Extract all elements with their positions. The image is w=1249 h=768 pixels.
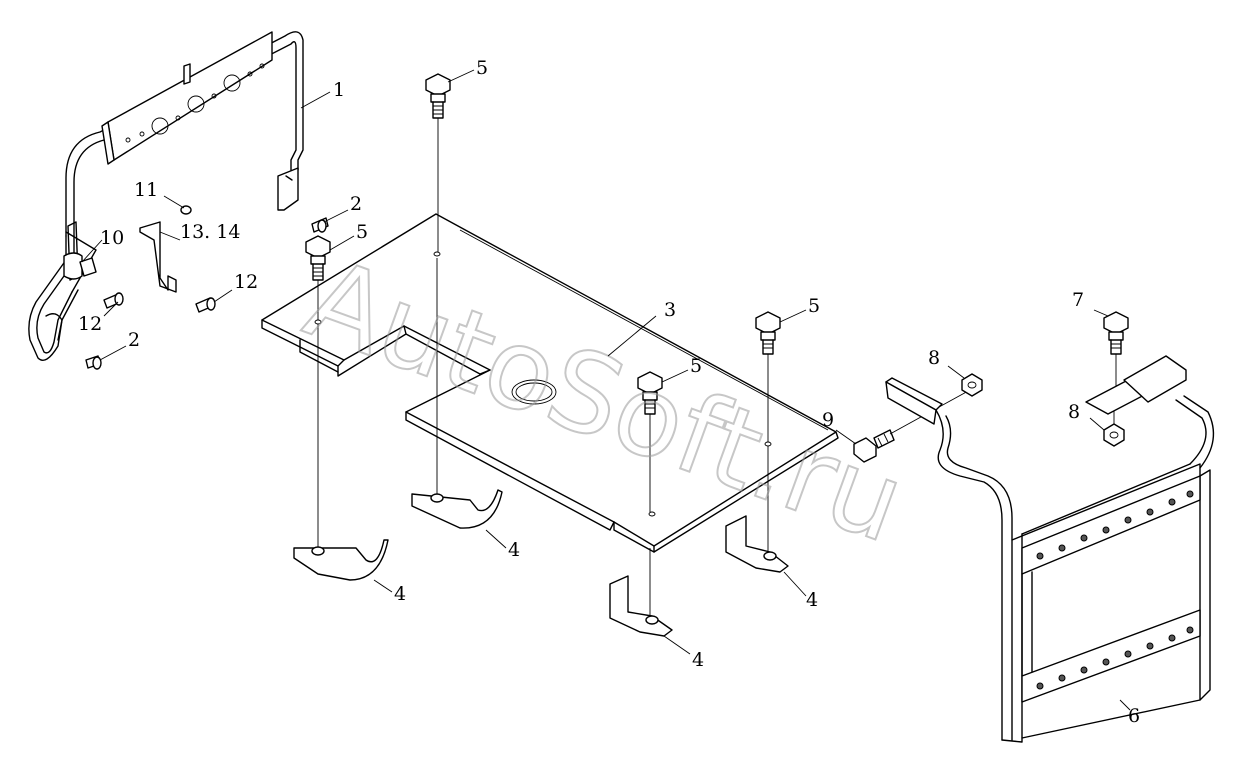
nut-8-upper <box>961 373 983 397</box>
bracket-4-a <box>293 324 389 581</box>
bolt-5-top <box>425 73 451 252</box>
bolt-2-upper <box>311 217 329 233</box>
bolt-5-right <box>755 311 781 442</box>
bolt-12-left <box>103 292 124 309</box>
callout-12-left: 12 <box>78 313 102 335</box>
callout-5-left: 5 <box>356 221 368 243</box>
bracket-4-d <box>725 446 789 573</box>
callout-7: 7 <box>1072 289 1084 311</box>
callout-11: 11 <box>134 179 158 201</box>
bolt-2-lower <box>85 355 102 370</box>
floor-plate-3 <box>261 213 839 553</box>
clamp-10 <box>79 257 97 277</box>
callout-12-right: 12 <box>234 271 258 293</box>
callout-3: 3 <box>664 299 676 321</box>
callout-4-a: 4 <box>394 583 406 605</box>
callout-13-14: 13. 14 <box>180 221 240 243</box>
bolt-7 <box>1103 311 1129 398</box>
bracket-4-c <box>609 548 673 637</box>
callout-6: 6 <box>1128 705 1140 727</box>
callout-1: 1 <box>333 79 345 101</box>
bracket-13-14 <box>139 221 177 293</box>
rail-1 <box>28 31 304 361</box>
nut-8-lower <box>1103 404 1125 447</box>
callout-8-lower: 8 <box>1068 401 1080 423</box>
callout-2-upper: 2 <box>350 193 362 215</box>
callouts: 1 2 2 3 4 4 4 4 5 5 5 5 6 7 8 8 9 10 11 … <box>78 57 1140 727</box>
callout-5-top: 5 <box>476 57 488 79</box>
bracket-4-b <box>411 258 503 529</box>
callout-4-d: 4 <box>806 589 818 611</box>
callout-4-b: 4 <box>508 539 520 561</box>
bolt-9 <box>853 389 971 463</box>
bolt-5-center <box>637 371 663 512</box>
callout-9: 9 <box>822 409 834 431</box>
callout-10: 10 <box>100 227 124 249</box>
ladder-6 <box>885 355 1215 743</box>
callout-5-center: 5 <box>690 355 702 377</box>
leader-lines <box>81 69 1131 711</box>
bolt-12-right <box>195 297 216 313</box>
callout-8-upper: 8 <box>928 347 940 369</box>
callout-2-lower: 2 <box>128 329 140 351</box>
callout-5-right: 5 <box>808 295 820 317</box>
bolt-5-left <box>305 235 331 320</box>
callout-4-c: 4 <box>692 649 704 671</box>
